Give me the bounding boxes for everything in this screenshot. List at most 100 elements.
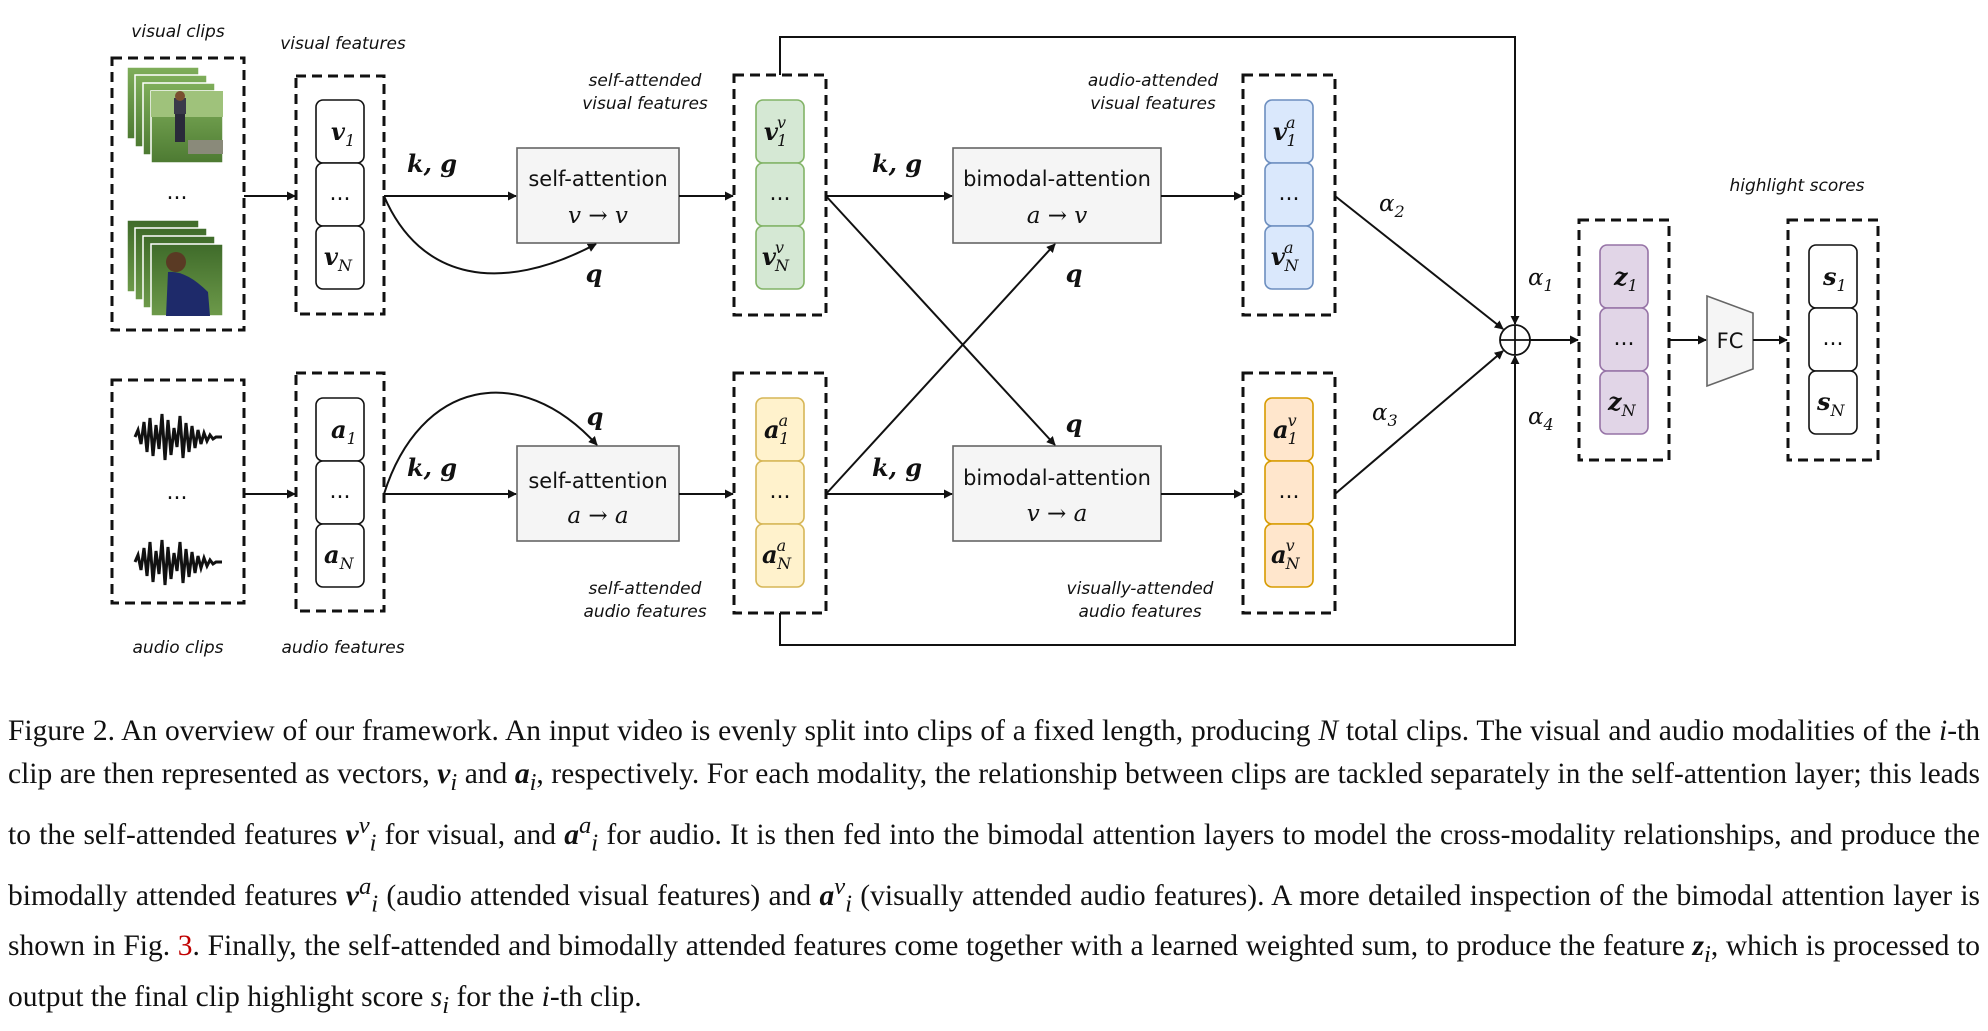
highlight-scores-container bbox=[1786, 218, 1880, 462]
figure-caption: Figure 2. An overview of our framework. … bbox=[8, 710, 1980, 1027]
self-attention-audio-title: self-attention bbox=[528, 469, 667, 493]
vv-ellipsis: ... bbox=[770, 181, 791, 206]
arrow-alpha1 bbox=[779, 36, 1520, 325]
fc-block bbox=[1706, 294, 1754, 388]
caption-figure-label: Figure 2. bbox=[8, 715, 115, 747]
caption-text: -th clip. bbox=[549, 981, 642, 1014]
bimodal-attention-bottom-formula: v → a bbox=[1027, 501, 1088, 527]
arrow-alpha2 bbox=[1334, 195, 1504, 330]
audio-attended-visual-container bbox=[1241, 73, 1337, 317]
self-attended-visual-label-1: self-attended bbox=[589, 71, 702, 91]
visual-clips-container bbox=[110, 56, 246, 332]
audio-clips-ellipsis: ... bbox=[167, 480, 188, 505]
q-label-audio-sa: q bbox=[587, 402, 604, 431]
caption-text: . Finally, the self-attended and bimodal… bbox=[192, 930, 1693, 963]
caption-text: for the bbox=[449, 981, 542, 1014]
bimodal-attention-top-formula: a → v bbox=[1027, 203, 1088, 229]
visually-attended-audio-label-1: visually-attended bbox=[1067, 579, 1214, 599]
caption-math-sub: i bbox=[450, 768, 458, 796]
caption-text: for visual, and bbox=[376, 818, 565, 851]
caption-text: and bbox=[457, 758, 515, 790]
highlight-scores-label: highlight scores bbox=[1729, 176, 1864, 196]
caption-text: An overview of our framework. An input v… bbox=[114, 715, 1319, 747]
visual-clip-stack-bottom bbox=[126, 219, 224, 317]
caption-math-sub: i bbox=[591, 829, 599, 857]
weighted-sum-node bbox=[1499, 324, 1531, 356]
visual-features-label: visual features bbox=[280, 34, 406, 54]
caption-math-a: a bbox=[514, 758, 530, 790]
caption-text: , respectively. For each modality, the r… bbox=[8, 758, 1980, 851]
v1-label: v1 bbox=[331, 117, 355, 150]
caption-math-i: i bbox=[1939, 715, 1948, 747]
arrow-audio-to-bimodal-top bbox=[825, 243, 1056, 495]
audio-clips-container bbox=[110, 378, 246, 605]
q-label-visual-sa: q bbox=[586, 259, 603, 288]
a-ellipsis: ... bbox=[330, 479, 351, 504]
caption-math-v: v bbox=[437, 758, 451, 790]
caption-math-s: s bbox=[430, 981, 443, 1014]
self-attended-aNa bbox=[755, 523, 805, 588]
caption-math-sub: i bbox=[369, 829, 377, 857]
arrow-visual-q bbox=[383, 195, 597, 275]
arrow-audio-q bbox=[383, 391, 598, 495]
self-attention-visual-title: self-attention bbox=[528, 167, 667, 191]
z1-label: z1 bbox=[1613, 262, 1638, 295]
framework-diagram: visual clips visual features audio clips… bbox=[110, 22, 1880, 658]
visual-clips-ellipsis: ... bbox=[167, 180, 188, 205]
self-attended-vNv bbox=[755, 225, 805, 290]
audio-features-label: audio features bbox=[281, 638, 404, 658]
caption-text: for audio. It is then fed into the bimod… bbox=[8, 818, 1980, 912]
kg-label-audio-sa: k, g bbox=[407, 453, 457, 482]
visual-clip-stack-top bbox=[126, 66, 224, 164]
highlight-score-sN bbox=[1808, 370, 1858, 435]
q-label-bimodal-bottom: q bbox=[1066, 409, 1083, 438]
audio-waveform-bottom bbox=[133, 539, 222, 586]
caption-math-v: v bbox=[345, 818, 359, 851]
self-attended-audio-label-2: audio features bbox=[583, 602, 706, 622]
caption-math-z: z bbox=[1692, 930, 1704, 963]
caption-math-sub: i bbox=[1703, 941, 1711, 969]
caption-math-sub: i bbox=[529, 768, 537, 796]
aN-label: aN bbox=[324, 540, 355, 573]
kg-label-bimodal-bottom: k, g bbox=[872, 453, 922, 482]
caption-math-sup: v bbox=[834, 872, 846, 900]
self-attention-audio-block bbox=[516, 445, 680, 542]
self-attention-visual-formula: v → v bbox=[568, 203, 628, 229]
self-attention-visual-block bbox=[516, 147, 680, 244]
kg-label-bimodal-top: k, g bbox=[872, 149, 922, 178]
a1-label: a1 bbox=[331, 415, 357, 448]
caption-text: -th clip are then represented as vectors… bbox=[8, 715, 1980, 790]
self-attended-audio-label-1: self-attended bbox=[589, 579, 702, 599]
v-ellipsis: ... bbox=[330, 181, 351, 206]
self-attention-audio-formula: a → a bbox=[567, 503, 628, 529]
aa-ellipsis: ... bbox=[770, 479, 791, 504]
figure-reference-link[interactable]: 3 bbox=[177, 930, 193, 963]
audio-attended-visual-label-2: visual features bbox=[1090, 94, 1216, 114]
alpha2-label: α2 bbox=[1379, 191, 1405, 221]
arrow-alpha4 bbox=[779, 355, 1520, 646]
caption-math-sub: i bbox=[371, 890, 379, 918]
audio-attended-vNa bbox=[1264, 225, 1314, 290]
alpha4-label: α4 bbox=[1528, 404, 1554, 434]
caption-math-sup: a bbox=[578, 811, 592, 839]
s1-label: s1 bbox=[1822, 262, 1847, 295]
audio-features-container bbox=[294, 371, 386, 613]
caption-text: (audio attended visual features) and bbox=[378, 879, 820, 912]
audio-attended-visual-label-1: audio-attended bbox=[1088, 71, 1218, 91]
visually-attended-aNv bbox=[1264, 523, 1314, 588]
bimodal-attention-top-block bbox=[952, 147, 1162, 244]
caption-math-v: v bbox=[345, 879, 359, 912]
caption-text: (visually attended audio features). A mo… bbox=[8, 879, 1981, 963]
bimodal-attention-bottom-block bbox=[952, 445, 1162, 542]
visually-attended-audio-label-2: audio features bbox=[1078, 602, 1201, 622]
self-attended-visual-label-2: visual features bbox=[582, 94, 708, 114]
alpha1-label: α1 bbox=[1528, 265, 1554, 295]
fc-label: FC bbox=[1717, 329, 1744, 353]
